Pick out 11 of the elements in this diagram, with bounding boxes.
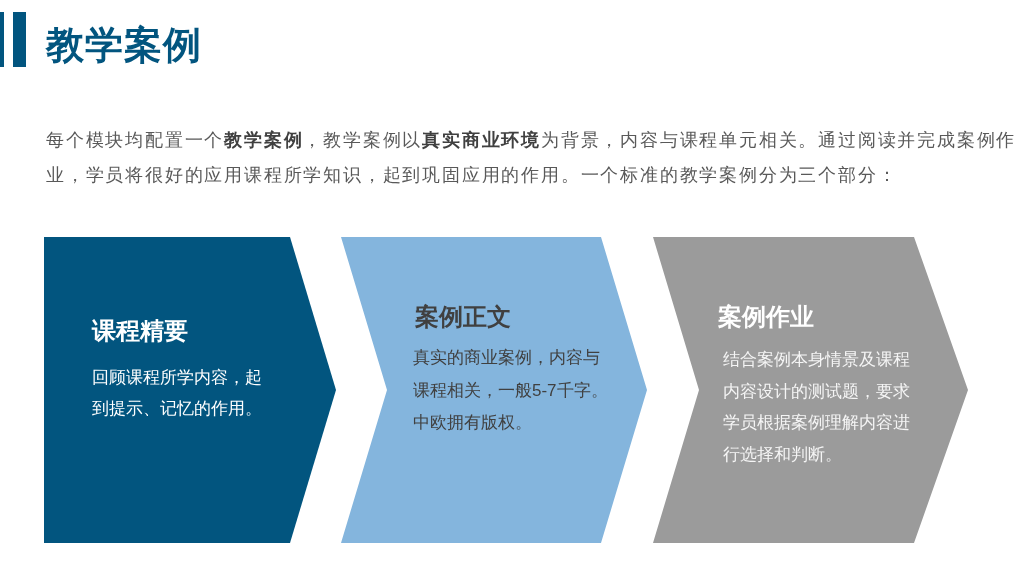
- chevron-shape: [653, 237, 968, 543]
- step-heading: 课程精要: [92, 316, 188, 346]
- intro-paragraph: 每个模块均配置一个教学案例，教学案例以真实商业环境为背景，内容与课程单元相关。通过阅读并完成案例作业，学员将很好的应用课程所学知识，起到巩固应用的作用。一个标准的教学案例分为三个部分：: [46, 128, 1018, 187]
- page-title: 教学案例: [46, 23, 202, 68]
- step-heading: 案例作业: [718, 302, 814, 332]
- step-description: 回顾课程所学内容，起到提示、记忆的作用。: [92, 366, 263, 420]
- step-description: 结合案例本身情景及课程内容设计的测试题，要求学员根据案例理解内容进行选择和判断。: [723, 349, 911, 466]
- chevron-shape: [341, 237, 647, 543]
- step-heading: 案例正文: [415, 302, 511, 332]
- chevron-shape: [44, 237, 336, 543]
- step-description: 真实的商业案例，内容与课程相关，一般5-7千字。中欧拥有版权。: [413, 347, 609, 434]
